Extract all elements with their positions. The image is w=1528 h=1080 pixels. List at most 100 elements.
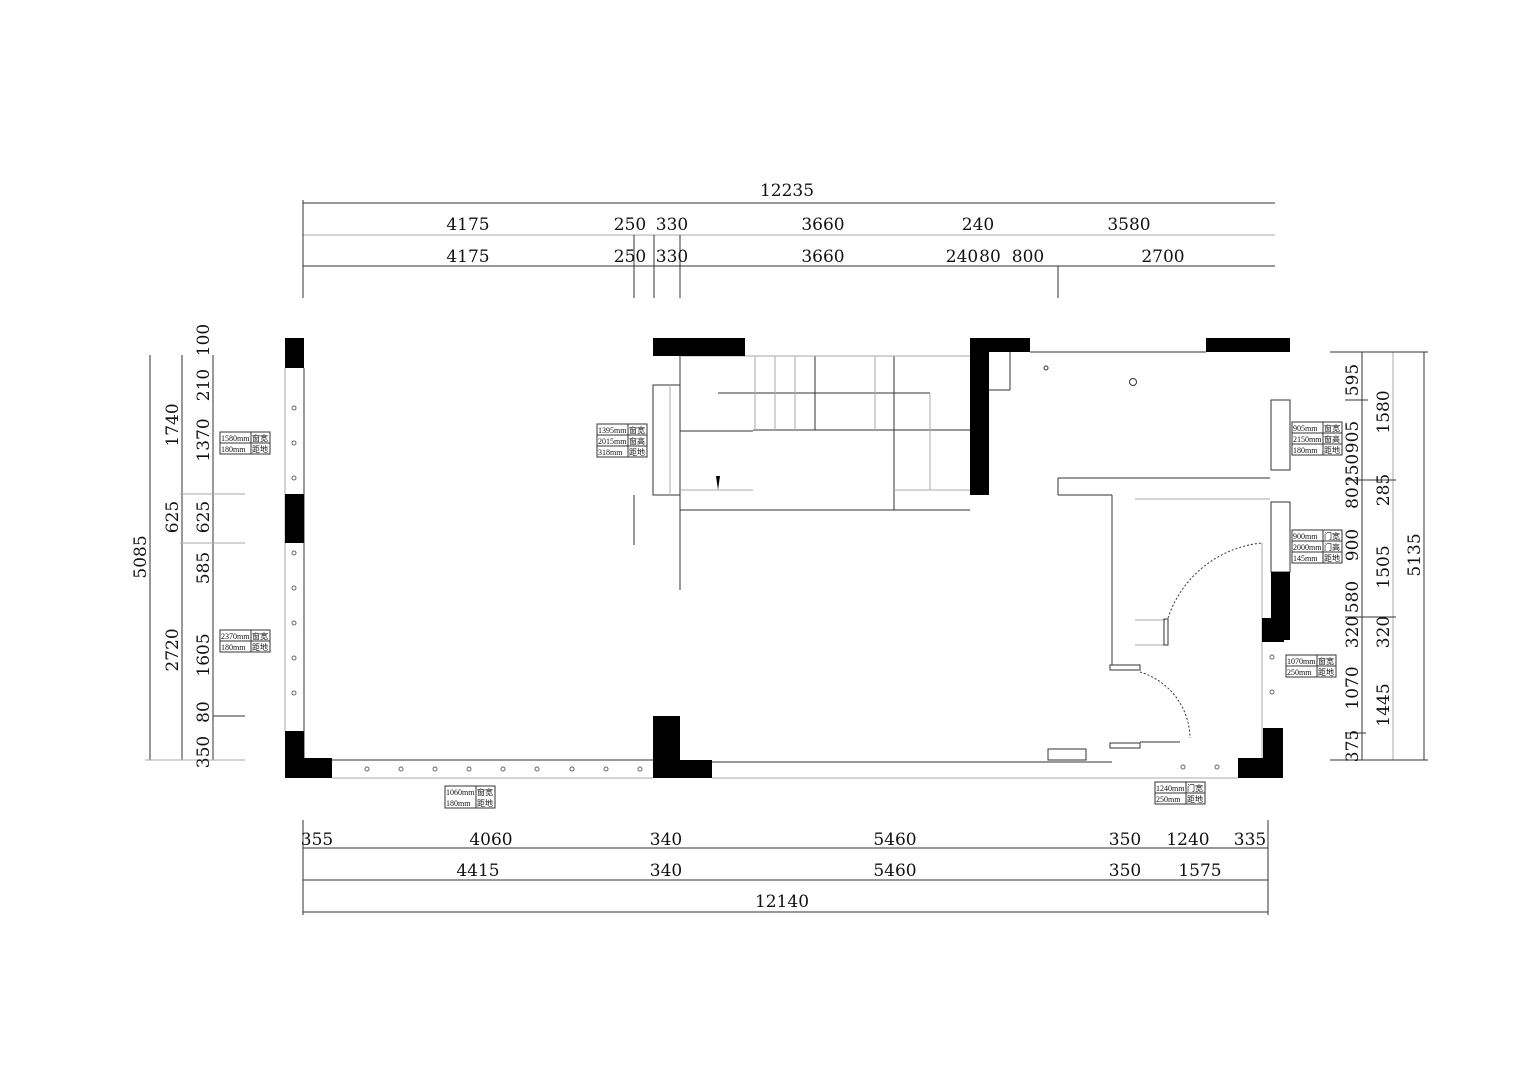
dim-label: 3660 [801, 247, 844, 267]
dim-label: 1070 [1343, 666, 1363, 709]
dim-label: 625 [163, 501, 183, 533]
label-value: 318mm [598, 448, 623, 457]
label-value: 1240mm [1156, 784, 1185, 793]
dim-label: 2720 [163, 628, 183, 671]
dim-label: 1445 [1374, 683, 1394, 726]
dim-label: 80 [194, 701, 214, 723]
dim-label: 330 [656, 215, 688, 235]
dim-label: 1580 [1374, 390, 1394, 433]
dim-label: 100 [194, 324, 214, 356]
dim-label: 285 [1374, 474, 1394, 506]
dim-overall-bottom: 12140 [755, 892, 809, 912]
dim-label: 80 [1343, 487, 1363, 509]
dim-label: 625 [194, 501, 214, 533]
dim-label: 340 [650, 830, 682, 850]
dim-label: 3660 [801, 215, 844, 235]
dim-label: 4175 [446, 215, 489, 235]
label-value: 1395mm [598, 426, 627, 435]
dim-label: 250 [614, 247, 646, 267]
label-key: 窗宽 [477, 787, 493, 797]
dim-label: 2700 [1141, 247, 1184, 267]
dim-overall-left: 5085 [131, 535, 151, 578]
dim-label: 5460 [873, 830, 916, 850]
label-key: 距地 [1324, 445, 1340, 455]
label-value: 145mm [1293, 554, 1318, 563]
label-value: 2370mm [221, 632, 250, 641]
label-key: 窗宽 [1324, 423, 1340, 433]
dim-label: 5460 [873, 861, 916, 881]
label-value: 180mm [446, 799, 471, 808]
label-value: 1580mm [221, 434, 250, 443]
label-key: 窗宽 [252, 631, 268, 641]
dim-label: 80 [979, 247, 1001, 267]
dim-label: 340 [650, 861, 682, 881]
label-value: 900mm [1293, 532, 1318, 541]
dim-label: 3580 [1107, 215, 1150, 235]
label-value: 1060mm [446, 788, 475, 797]
dim-overall-top: 12235 [760, 181, 814, 201]
label-value: 180mm [1293, 446, 1318, 455]
dim-label: 1740 [163, 403, 183, 446]
opening-label-right-door: 900mm 门宽 2000mm 门高 145mm 距地 [1291, 529, 1343, 564]
dim-overall-right: 5135 [1405, 533, 1425, 576]
label-key: 窗宽 [252, 433, 268, 443]
label-key: 距地 [1324, 553, 1340, 563]
label-key: 门宽 [1187, 783, 1203, 793]
top-dimensions: 12235 4175 250 330 3660 240 3580 4175 25… [302, 181, 1275, 298]
label-value: 2015mm [598, 437, 627, 446]
dim-label: 355 [301, 830, 333, 850]
opening-label-bottom-window: 1060mm 窗宽 180mm 距地 [444, 785, 496, 809]
opening-label-right-window-1: 905mm 窗宽 2150mm 窗高 180mm 距地 [1291, 421, 1343, 456]
label-value: 905mm [1293, 424, 1318, 433]
bottom-dimensions: 355 4060 340 5460 350 1240 335 4415 340 … [301, 820, 1269, 915]
opening-label-left-window-2: 2370mm 窗宽 180mm 距地 [219, 629, 271, 653]
label-key: 门高 [1324, 542, 1340, 552]
dim-label: 375 [1343, 730, 1363, 762]
dim-label: 250 [614, 215, 646, 235]
dim-label: 900 [1343, 529, 1363, 561]
dim-label: 580 [1343, 581, 1363, 613]
label-key: 距地 [1187, 794, 1203, 804]
label-value: 250mm [1156, 795, 1181, 804]
label-key: 距地 [477, 798, 493, 808]
label-value: 180mm [221, 445, 246, 454]
opening-label-mid-window: 1395mm 窗宽 2015mm 窗高 318mm 距地 [596, 423, 648, 458]
dim-label: 1240 [1166, 830, 1209, 850]
label-value: 180mm [221, 643, 246, 652]
dim-label: 4060 [469, 830, 512, 850]
dim-label: 350 [194, 736, 214, 768]
dim-label: 1605 [194, 633, 214, 676]
dim-label: 1505 [1374, 545, 1394, 588]
dim-label: 210 [194, 369, 214, 401]
label-key: 距地 [629, 447, 645, 457]
dim-label: 330 [656, 247, 688, 267]
label-value: 1070mm [1287, 657, 1316, 666]
radiator-icon [1047, 748, 1087, 761]
label-key: 窗高 [629, 436, 645, 446]
dim-label: 4175 [446, 247, 489, 267]
walls [285, 338, 1290, 778]
dim-label: 1370 [194, 418, 214, 461]
dim-label: 1575 [1178, 861, 1221, 881]
label-key: 距地 [1318, 667, 1334, 677]
dim-label: 350 [1109, 861, 1141, 881]
label-key: 窗宽 [1318, 656, 1334, 666]
opening-label-bottom-door: 1240mm 门宽 250mm 距地 [1154, 781, 1206, 805]
dim-label: 320 [1343, 616, 1363, 648]
dim-label: 335 [1234, 830, 1266, 850]
label-value: 250mm [1287, 668, 1312, 677]
label-key: 距地 [252, 642, 268, 652]
label-key: 门宽 [1324, 531, 1340, 541]
opening-label-left-window-1: 1580mm 窗宽 180mm 距地 [219, 431, 271, 455]
label-key: 窗宽 [629, 425, 645, 435]
left-dimensions: 5085 1740 625 2720 100 210 1370 625 585 … [131, 324, 245, 768]
label-key: 窗高 [1324, 434, 1340, 444]
plan-lines [284, 351, 1291, 779]
right-dimensions: 595 905 250 80 900 580 320 1070 375 1580… [1330, 351, 1428, 762]
dim-label: 905 [1343, 421, 1363, 453]
dim-label: 240 [962, 215, 994, 235]
dim-label: 320 [1374, 616, 1394, 648]
dim-label: 585 [194, 552, 214, 584]
dim-label: 800 [1012, 247, 1044, 267]
